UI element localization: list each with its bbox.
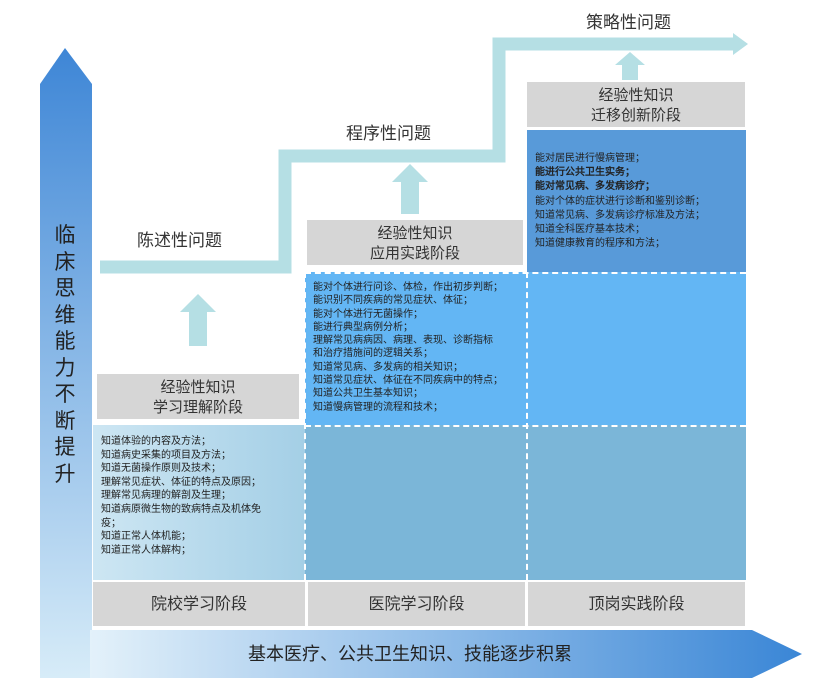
knowledge-item: 知道慢病管理的流程和技术； <box>313 401 443 413</box>
divider <box>305 425 746 427</box>
column-header-hospital: 医院学习阶段 <box>308 582 525 626</box>
stage-3-title: 经验性知识迁移创新阶段 <box>527 82 745 127</box>
grid-cell <box>527 425 746 580</box>
stage-title-line: 迁移创新阶段 <box>590 105 681 124</box>
knowledge-item: 理解常见病病因、病理、表现、诊断指标 <box>313 335 493 347</box>
divider <box>305 272 746 274</box>
question-label-procedural: 程序性问题 <box>346 124 431 144</box>
divider <box>304 272 306 580</box>
knowledge-item: 知道健康教育的程序和方法； <box>535 238 665 250</box>
knowledge-item: 知道常见病、多发病诊疗标准及方法； <box>535 209 705 221</box>
divider <box>526 272 528 580</box>
knowledge-item: 能进行典型病例分析； <box>313 321 413 333</box>
knowledge-item: 知道病史采集的项目及方法； <box>101 449 231 461</box>
stage-2-content: 能对个体进行问诊、体检，作出初步判断； 能识别不同疾病的常见症状、体征；能对个体进… <box>305 272 527 425</box>
knowledge-item: 理解常见病理的解剖及生理； <box>101 490 231 502</box>
knowledge-item: 知道全科医疗基本技术； <box>535 224 645 236</box>
knowledge-item: 知道公共卫生基本知识； <box>313 388 423 400</box>
knowledge-item: 知道无菌操作原则及技术； <box>101 463 221 475</box>
knowledge-item: 能对常见病、多发病诊疗； <box>535 181 655 193</box>
column-header-practice: 顶岗实践阶段 <box>528 582 745 626</box>
stage-1-title: 经验性知识学习理解阶段 <box>97 374 299 419</box>
horizontal-arrow <box>90 630 802 678</box>
knowledge-item: 能对个体的症状进行诊断和鉴别诊断； <box>535 195 705 207</box>
stage-title-line: 经验性知识 <box>377 223 453 242</box>
horizontal-axis-label: 基本医疗、公共卫生知识、技能逐步积累 <box>248 644 572 665</box>
grid-cell <box>305 425 527 580</box>
knowledge-item: 知道病原微生物的致病特点及机体免 <box>101 503 261 515</box>
knowledge-item: 能对居民进行慢病管理； <box>535 153 645 164</box>
question-label-strategic: 策略性问题 <box>586 13 671 33</box>
vertical-arrow <box>40 48 92 678</box>
knowledge-item: 知道正常人体机能； <box>101 531 191 543</box>
stage-title-line: 应用实践阶段 <box>369 243 460 262</box>
up-arrow-icon <box>180 294 216 346</box>
vertical-axis-label: 临床思维能力不断提升 <box>54 223 76 486</box>
stage-3-content: 能对居民进行慢病管理； 能进行公共卫生实务； 能对常见病、多发病诊疗； 能对个体的症状… <box>527 130 746 272</box>
up-arrow-icon <box>615 52 645 80</box>
column-header-school: 院校学习阶段 <box>93 582 305 626</box>
knowledge-item: 疫； <box>101 517 121 529</box>
stage-2-title: 经验性知识应用实践阶段 <box>307 220 523 265</box>
stage-1-content: 知道体验的内容及方法；知道病史采集的项目及方法；知道无菌操作原则及技术；理解常见… <box>93 425 305 580</box>
knowledge-item: 能对个体进行问诊、体检，作出初步判断； <box>313 282 503 293</box>
grid-cell <box>527 272 746 425</box>
up-arrow-icon <box>392 164 428 214</box>
staircase-arrow <box>100 33 748 274</box>
stage-title-line: 学习理解阶段 <box>152 397 243 416</box>
knowledge-item: 能对个体进行无菌操作； <box>313 308 423 320</box>
stage-title-line: 经验性知识 <box>160 377 236 396</box>
knowledge-item: 能识别不同疾病的常见症状、体征； <box>313 295 473 307</box>
stage-title-line: 经验性知识 <box>598 85 674 104</box>
knowledge-item: 知道常见症状、体征在不同疾病中的特点； <box>313 375 503 387</box>
question-label-declarative: 陈述性问题 <box>137 231 222 251</box>
knowledge-item: 知道正常人体解构； <box>101 544 191 556</box>
knowledge-item: 能进行公共卫生实务； <box>535 167 635 179</box>
knowledge-item: 和治疗措施间的逻辑关系； <box>313 348 433 360</box>
knowledge-item: 知道常见病、多发病的相关知识； <box>313 361 463 373</box>
knowledge-item: 理解常见症状、体征的特点及原因； <box>101 476 261 488</box>
knowledge-item: 知道体验的内容及方法； <box>101 436 211 447</box>
